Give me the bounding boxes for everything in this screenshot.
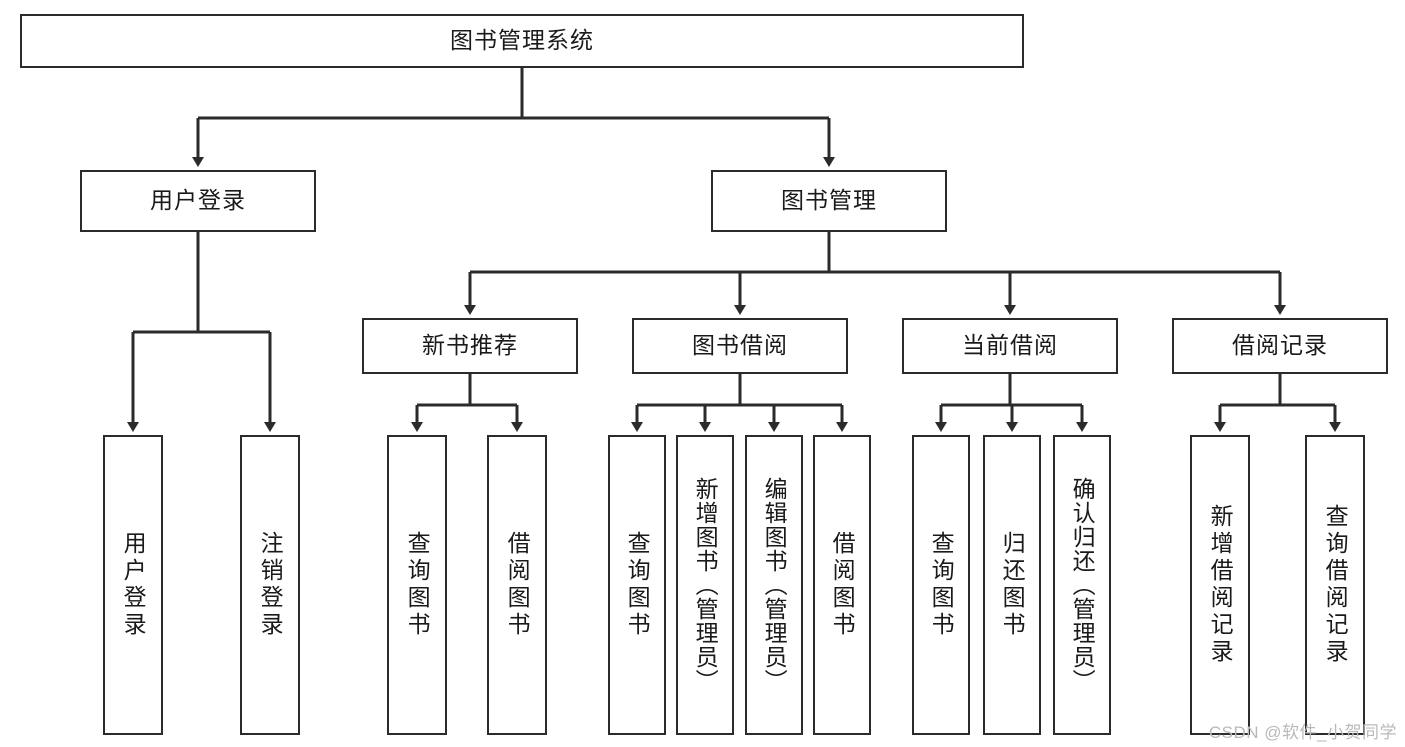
node-leaf-add-borrow-record[interactable]: 新增借阅记录 xyxy=(1190,435,1250,735)
node-borrow-record[interactable]: 借阅记录 xyxy=(1172,318,1388,374)
node-leaf-borrow-book-rec[interactable]: 借阅图书 xyxy=(487,435,547,735)
node-label: 用户登录 xyxy=(120,531,147,639)
node-label: 查询图书 xyxy=(624,531,651,639)
node-leaf-user-login[interactable]: 用户登录 xyxy=(103,435,163,735)
node-current-borrow[interactable]: 当前借阅 xyxy=(902,318,1118,374)
node-leaf-return-book[interactable]: 归还图书 xyxy=(983,435,1041,735)
node-label: 新增借阅记录 xyxy=(1207,504,1234,666)
node-leaf-logout[interactable]: 注销登录 xyxy=(240,435,300,735)
node-book-manage[interactable]: 图书管理 xyxy=(711,170,947,232)
node-leaf-borrow-book[interactable]: 借阅图书 xyxy=(813,435,871,735)
node-label: 图书管理系统 xyxy=(450,27,594,54)
node-label: 查询图书 xyxy=(404,531,431,639)
node-label: 新增图书（管理员） xyxy=(692,477,719,693)
node-label: 归还图书 xyxy=(999,531,1026,639)
node-label: 查询借阅记录 xyxy=(1322,504,1349,666)
csdn-watermark: CSDN @软件_小贺同学 xyxy=(1208,723,1397,742)
node-book-borrow[interactable]: 图书借阅 xyxy=(632,318,848,374)
node-leaf-query-book-cur[interactable]: 查询图书 xyxy=(912,435,970,735)
node-leaf-query-borrow-record[interactable]: 查询借阅记录 xyxy=(1305,435,1365,735)
node-label: 编辑图书（管理员） xyxy=(761,477,788,693)
node-label: 确认归还（管理员） xyxy=(1069,477,1096,693)
node-label: 用户登录 xyxy=(150,187,246,214)
node-label: 新书推荐 xyxy=(422,332,518,359)
node-root[interactable]: 图书管理系统 xyxy=(20,14,1024,68)
node-leaf-query-book-borrow[interactable]: 查询图书 xyxy=(608,435,666,735)
node-label: 当前借阅 xyxy=(962,332,1058,359)
node-leaf-add-book[interactable]: 新增图书（管理员） xyxy=(676,435,734,735)
node-label: 借阅图书 xyxy=(504,531,531,639)
node-leaf-edit-book[interactable]: 编辑图书（管理员） xyxy=(745,435,803,735)
node-user-login[interactable]: 用户登录 xyxy=(80,170,316,232)
node-label: 借阅图书 xyxy=(829,531,856,639)
node-leaf-confirm-return[interactable]: 确认归还（管理员） xyxy=(1053,435,1111,735)
node-leaf-query-book-rec[interactable]: 查询图书 xyxy=(387,435,447,735)
node-label: 图书借阅 xyxy=(692,332,788,359)
node-label: 注销登录 xyxy=(257,531,284,639)
node-label: 借阅记录 xyxy=(1232,332,1328,359)
node-label: 图书管理 xyxy=(781,187,877,214)
node-label: 查询图书 xyxy=(928,531,955,639)
node-new-book-recommend[interactable]: 新书推荐 xyxy=(362,318,578,374)
